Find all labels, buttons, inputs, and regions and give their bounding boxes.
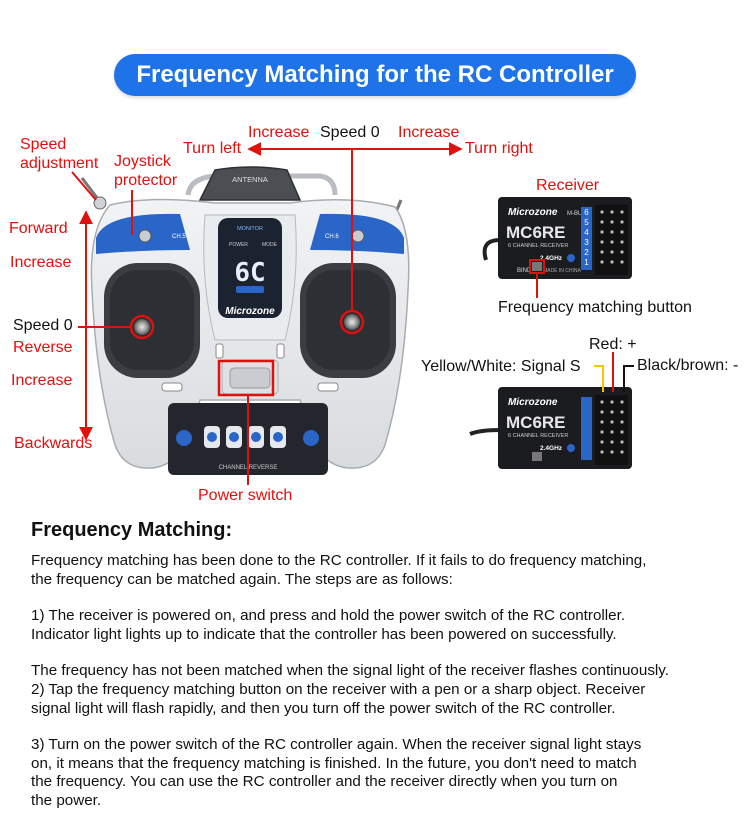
- screen-digits: 6C: [234, 258, 265, 288]
- label-increase-right: Increase: [398, 124, 460, 141]
- paragraph-line: The frequency has not been matched when …: [31, 662, 669, 680]
- paragraph-line: 1) The receiver is powered on, and press…: [31, 607, 626, 625]
- channel-numbers: 6 5 4 3 2 1: [581, 207, 592, 270]
- ch-num: 4: [584, 228, 589, 237]
- receiver-mbus: M-BUS: [567, 211, 586, 217]
- controller-brand: Microzone: [225, 306, 275, 317]
- ch-num: 1: [584, 258, 589, 267]
- label-black-wire: Black/brown: -: [637, 357, 739, 374]
- label-speed0-left: Speed 0: [13, 317, 73, 334]
- ch-num: 2: [584, 248, 589, 257]
- instructions: Frequency Matching: Frequency matching h…: [31, 518, 741, 811]
- label-increase-forward: Increase: [10, 254, 72, 271]
- label-speed0-top: Speed 0: [320, 124, 380, 141]
- paragraph-line: the frequency can be matched again. The …: [31, 570, 453, 588]
- receiver-made: MADE IN CHINA: [543, 268, 581, 274]
- screen-monitor: MONITOR: [237, 226, 263, 232]
- label-receiver: Receiver: [536, 177, 600, 194]
- label-backwards: Backwards: [14, 435, 93, 452]
- paragraph-line: the power.: [31, 791, 102, 809]
- label-red-wire: Red: +: [589, 336, 637, 353]
- label-frequency-matching-button: Frequency matching button: [498, 299, 692, 316]
- paragraph-line: Frequency matching has been done to the …: [31, 552, 647, 569]
- label-increase-left: Increase: [248, 124, 310, 141]
- instructions-heading: Frequency Matching:: [31, 519, 233, 541]
- receiver-top: Microzone M-BUS MC6RE 6 CHANNEL RECEIVER…: [482, 197, 632, 298]
- label-reverse: Reverse: [13, 339, 73, 356]
- receiver-brand: Microzone: [508, 207, 558, 218]
- svg-text:CH.5: CH.5: [172, 234, 186, 240]
- antenna-label: ANTENNA: [232, 175, 268, 184]
- ch-num: 6: [584, 208, 589, 217]
- label-joystick-protector-2: protector: [114, 172, 178, 189]
- receiver-brand: Microzone: [508, 397, 558, 408]
- screen-mode: MODE: [262, 242, 278, 248]
- paragraph-line: 3) Turn on the power switch of the RC co…: [31, 736, 642, 754]
- illustration: ANTENNA CH.5 CH.6 MONITOR POWER MODE 6C …: [71, 142, 634, 485]
- screen-power: POWER: [229, 242, 248, 248]
- label-turn-right: Turn right: [465, 140, 533, 157]
- ch-num: 3: [584, 238, 589, 247]
- svg-text:CH.6: CH.6: [325, 234, 339, 240]
- label-speed-adjustment-1: Speed: [20, 136, 67, 153]
- paragraph-line: the frequency. You can use the RC contro…: [31, 773, 618, 791]
- channel-reverse-buttons: [204, 426, 286, 448]
- label-speed-adjustment-2: adjustment: [20, 155, 99, 172]
- paragraph-line: signal light will flash rapidly, and the…: [31, 699, 616, 717]
- paragraph-line: 2) Tap the frequency matching button on …: [31, 680, 646, 698]
- power-switch-highlight: [217, 359, 275, 397]
- label-increase-back: Increase: [11, 372, 73, 389]
- receiver-subtitle: 6 CHANNEL RECEIVER: [508, 433, 568, 439]
- receiver-freq: 2.4GHz: [540, 255, 563, 262]
- paragraph-line: Indicator light lights up to indicate th…: [31, 625, 617, 643]
- receiver-bind: BIND: [517, 268, 532, 274]
- receiver-model: MC6RE: [506, 413, 566, 432]
- paragraph-line: on, it means that the frequency matching…: [31, 754, 637, 772]
- receiver-subtitle: 6 CHANNEL RECEIVER: [508, 243, 568, 249]
- receiver-bottom: Microzone MC6RE 6 CHANNEL RECEIVER 2.4GH…: [469, 352, 634, 469]
- label-turn-left: Turn left: [183, 140, 242, 157]
- label-forward: Forward: [9, 220, 68, 237]
- receiver-model: MC6RE: [506, 223, 566, 242]
- label-joystick-protector-1: Joystick: [114, 153, 171, 170]
- label-power-switch: Power switch: [198, 487, 293, 504]
- label-yellow-wire: Yellow/White: Signal S: [421, 358, 581, 375]
- ch-num: 5: [584, 218, 589, 227]
- page-title: Frequency Matching for the RC Controller: [114, 54, 636, 96]
- receiver-freq: 2.4GHz: [540, 445, 563, 452]
